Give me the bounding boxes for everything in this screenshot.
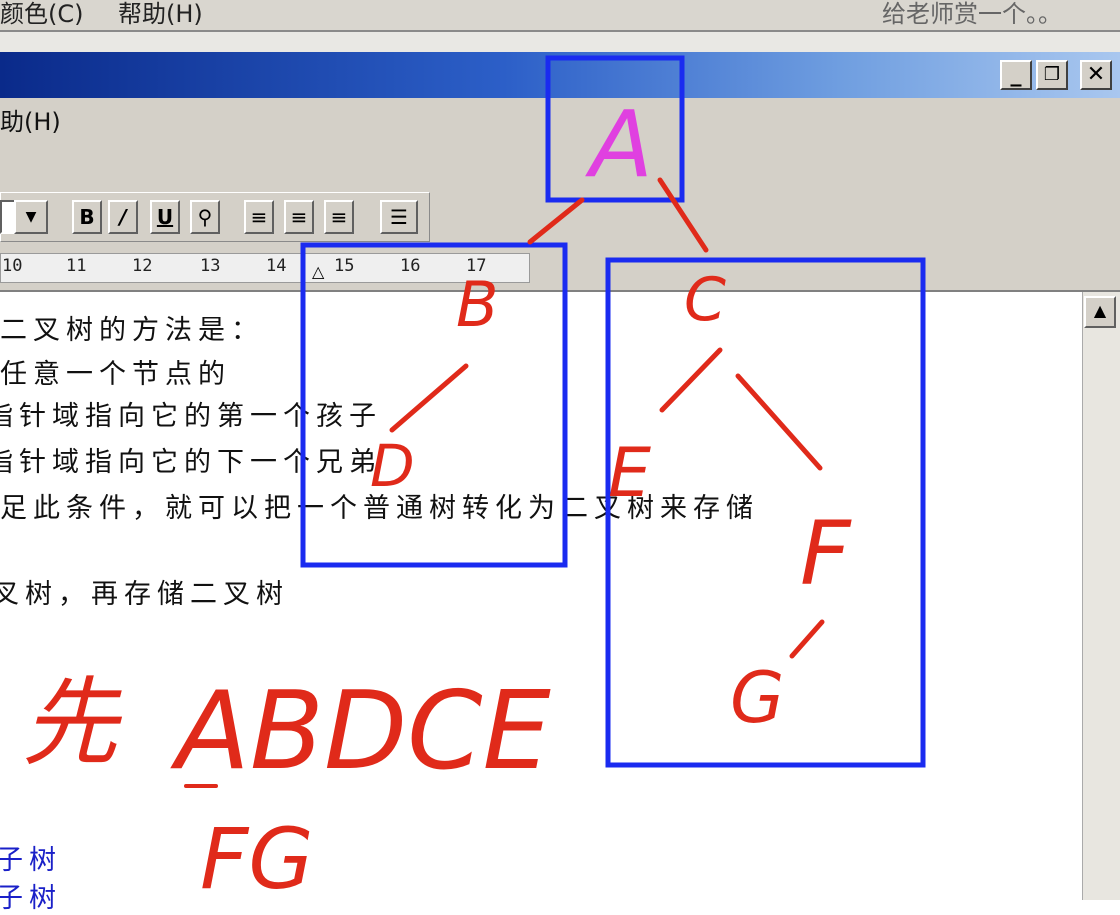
preorder-sequence-line2: FG <box>200 810 313 900</box>
menu-help[interactable]: 助(H) <box>0 108 61 136</box>
doc-line: 指针域指向它的下一个兄弟 <box>0 447 382 478</box>
node-b-label: B <box>456 268 499 341</box>
italic-button[interactable]: / <box>108 200 138 234</box>
ruler-tick: 16 <box>400 256 421 276</box>
preorder-prefix: 先 <box>22 667 123 779</box>
doc-line-link[interactable]: 子树 <box>0 845 62 876</box>
indent-marker-icon[interactable]: △ <box>312 262 325 281</box>
bold-button[interactable]: B <box>72 200 102 234</box>
scroll-up-arrow-icon[interactable]: ▲ <box>1084 296 1116 328</box>
ruler-tick: 14 <box>266 256 287 276</box>
doc-line: 足此条件，就可以把一个普通树转化为二叉树来存储 <box>0 493 759 524</box>
doc-line: 任意一个节点的 <box>0 359 231 390</box>
close-button[interactable]: ✕ <box>1080 60 1112 90</box>
doc-line: 二叉树的方法是： <box>0 315 264 346</box>
preorder-sequence-line1: ABDCE <box>170 669 552 794</box>
host-gap <box>0 32 1120 52</box>
edge-a-c <box>657 177 709 253</box>
ruler-tick: 10 <box>2 256 23 276</box>
window-menubar: 助(H) <box>0 98 1120 141</box>
minimize-button[interactable]: _ <box>1000 60 1032 90</box>
edge-b-d <box>389 363 469 433</box>
ruler-tick: 17 <box>466 256 487 276</box>
align-left-button[interactable]: ≡ <box>244 200 274 234</box>
doc-line: 指针域指向它的第一个孩子 <box>0 401 382 432</box>
node-c-label: C <box>684 265 726 335</box>
vertical-scrollbar[interactable] <box>1082 292 1120 900</box>
ruler-tick: 11 <box>66 256 87 276</box>
host-menu-help[interactable]: 帮助(H) <box>118 0 203 28</box>
node-g-label: G <box>730 657 784 739</box>
edge-c-e <box>659 347 723 413</box>
align-right-button[interactable]: ≡ <box>324 200 354 234</box>
edge-f-g <box>789 619 825 659</box>
bullet-list-button[interactable]: ☰ <box>380 200 418 234</box>
underline-button[interactable]: U <box>150 200 180 234</box>
edge-c-f <box>735 373 823 471</box>
host-caption: 给老师赏一个。。 <box>882 0 1062 28</box>
host-menu-bar: 颜色(C) 帮助(H) 给老师赏一个。。 <box>0 0 1120 32</box>
restore-button[interactable]: ❐ <box>1036 60 1068 90</box>
node-e-label: E <box>608 434 651 513</box>
ruler-tick: 15 <box>334 256 355 276</box>
ruler-tick: 12 <box>132 256 153 276</box>
node-a-label: A <box>585 91 653 198</box>
host-menu-color[interactable]: 颜色(C) <box>0 0 84 28</box>
subtree-box-left <box>300 242 568 568</box>
toolbar-band <box>0 140 1120 250</box>
ruler-tick: 13 <box>200 256 221 276</box>
align-center-button[interactable]: ≡ <box>284 200 314 234</box>
edge-a-b <box>527 197 585 245</box>
document-area[interactable] <box>0 292 1082 900</box>
subtree-box-root <box>545 55 685 203</box>
highlight-icon[interactable]: ⚲ <box>190 200 220 234</box>
doc-line: 叉树，再存储二叉树 <box>0 579 289 610</box>
node-f-label: F <box>800 502 852 605</box>
chevron-down-icon[interactable]: ▼ <box>14 200 48 234</box>
subtree-box-right <box>605 257 926 768</box>
ruler-strip[interactable] <box>0 253 530 283</box>
node-d-label: D <box>370 432 415 500</box>
